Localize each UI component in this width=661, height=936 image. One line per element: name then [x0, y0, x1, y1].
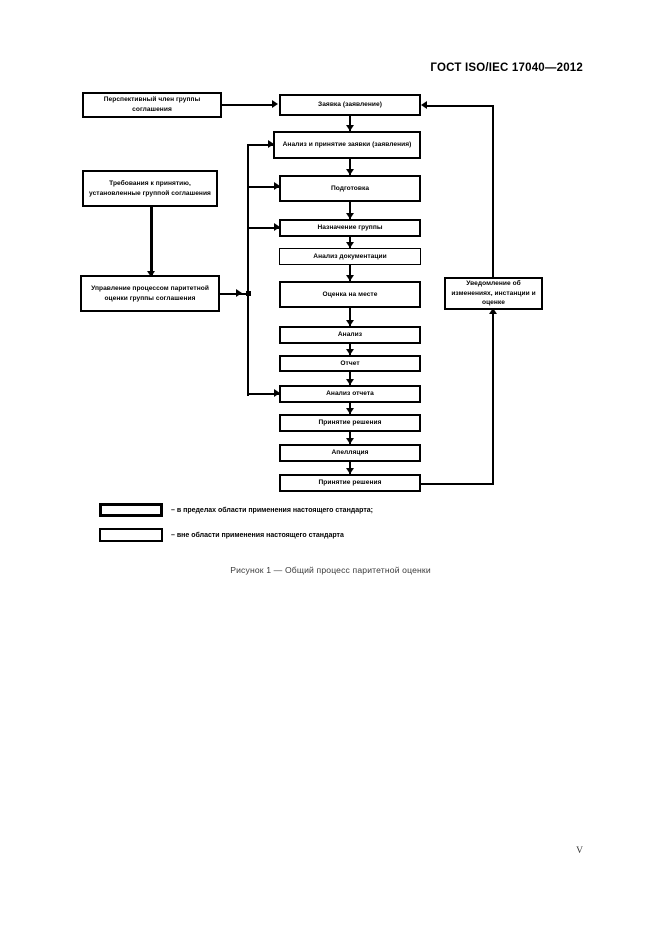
connector-preparation-to-team	[349, 202, 351, 219]
flow-box-preparation: Подготовка	[279, 175, 421, 202]
arrowhead-requirements-to-management	[147, 271, 155, 277]
connector-notification-to-application	[425, 105, 494, 107]
connector-vertical-bus	[247, 144, 249, 396]
arrowhead-management-to-bus	[236, 289, 242, 297]
flow-box-report-review: Анализ отчета	[279, 385, 421, 403]
arrowhead-analysis-to-report	[346, 349, 354, 355]
bus-junction-dot	[245, 291, 251, 296]
arrowhead-appeal-to-final-decision	[346, 468, 354, 474]
flow-box-prospective-member: Перспективный член группы соглашения	[82, 92, 222, 118]
connector-bus-to-preparation	[247, 186, 283, 188]
flow-box-acceptance-requirements: Требования к принятию, установленные гру…	[82, 170, 218, 207]
document-header-standard-number: ГОСТ ISO/IEC 17040—2012	[430, 62, 583, 74]
connector-assessment-to-analysis	[349, 308, 351, 326]
arrowhead-review-to-preparation	[346, 169, 354, 175]
arrowhead-bus-to-report-review	[274, 389, 280, 397]
flow-box-notification: Уведомление об изменениях, инстанции и о…	[444, 277, 543, 310]
arrowhead-report-review-to-decision	[346, 408, 354, 414]
flow-box-report: Отчет	[279, 355, 421, 372]
arrowhead-final-decision-to-notification	[489, 308, 497, 314]
legend-label-in-scope: – в пределах области применения настояще…	[171, 506, 373, 514]
legend-item-in-scope: – в пределах области применения настояще…	[99, 503, 373, 517]
arrowhead-notification-to-application	[421, 101, 427, 109]
legend-item-out-of-scope: – вне области применения настоящего стан…	[99, 528, 344, 542]
arrowhead-application-to-review	[346, 125, 354, 131]
arrowhead-decision-to-appeal	[346, 438, 354, 444]
legend-swatch-in-scope	[99, 503, 163, 517]
connector-report-to-report-review	[349, 372, 351, 385]
flow-box-application-review: Анализ и принятие заявки (заявления)	[273, 131, 421, 159]
arrowhead-member-to-application	[272, 100, 278, 108]
flow-box-process-management: Управление процессом паритетной оценки г…	[80, 275, 220, 312]
arrowhead-bus-to-preparation	[274, 182, 280, 190]
legend-label-out-of-scope: – вне области применения настоящего стан…	[171, 531, 344, 539]
flow-box-appeal: Апелляция	[279, 444, 421, 462]
arrowhead-team-to-document-review	[346, 242, 354, 248]
flow-box-application: Заявка (заявление)	[279, 94, 421, 116]
arrowhead-bus-to-team-appointment	[274, 223, 280, 231]
arrowhead-report-to-report-review	[346, 379, 354, 385]
flow-box-decision-making: Принятие решения	[279, 414, 421, 432]
connector-final-decision-to-riser	[421, 483, 494, 485]
connector-document-review-to-assessment	[349, 265, 351, 281]
connector-member-to-application	[222, 104, 273, 106]
flow-box-team-appointment: Назначение группы	[279, 219, 421, 237]
page-number: V	[576, 846, 583, 856]
flow-box-analysis: Анализ	[279, 326, 421, 344]
legend-swatch-out-of-scope	[99, 528, 163, 542]
flow-box-final-decision: Принятие решения	[279, 474, 421, 492]
connector-bus-to-report-review	[247, 393, 283, 395]
figure-peer-assessment-process: Перспективный член группы соглашения Тре…	[80, 92, 543, 575]
connector-final-decision-up-riser	[492, 312, 494, 485]
figure-caption: Рисунок 1 — Общий процесс паритетной оце…	[230, 565, 431, 575]
connector-bus-to-team-appointment	[247, 227, 283, 229]
arrowhead-document-review-to-assessment	[346, 275, 354, 281]
flow-box-document-review: Анализ документации	[279, 248, 421, 265]
connector-requirements-to-management	[150, 207, 153, 277]
arrowhead-assessment-to-analysis	[346, 320, 354, 326]
connector-review-to-preparation	[349, 159, 351, 175]
connector-application-to-review	[349, 116, 351, 131]
connector-management-to-bus	[220, 293, 250, 295]
connector-notification-up-riser	[492, 105, 494, 277]
arrowhead-bus-to-application-review	[268, 140, 274, 148]
arrowhead-preparation-to-team	[346, 213, 354, 219]
flow-box-on-site-assessment: Оценка на месте	[279, 281, 421, 308]
connector-bus-to-application-review	[247, 144, 277, 146]
